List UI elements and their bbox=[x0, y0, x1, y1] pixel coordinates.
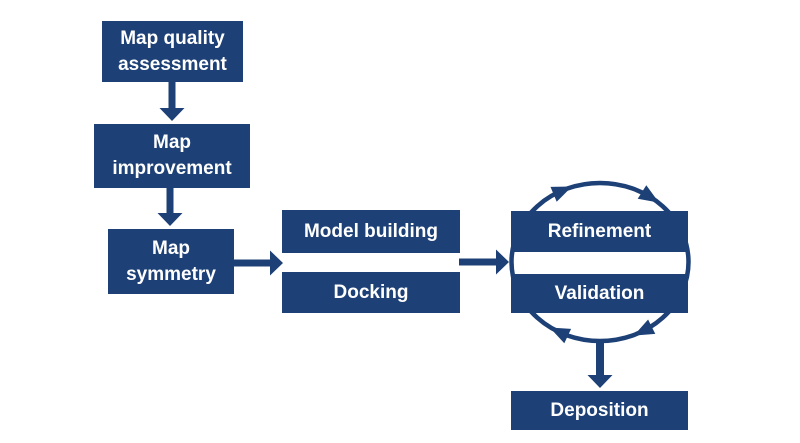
cycle-arrowhead-bottom-right-icon bbox=[633, 319, 656, 336]
node-label: Map improvement bbox=[112, 132, 232, 179]
node-map-symmetry: Map symmetry bbox=[108, 229, 234, 294]
node-map-improvement: Map improvement bbox=[94, 124, 250, 188]
arrow-improvement-to-symmetry-icon bbox=[157, 188, 183, 226]
arrow-validation-to-deposition-icon bbox=[587, 339, 613, 388]
arrow-modelbuilding-to-refinement-icon bbox=[459, 249, 509, 275]
node-label: Map quality assessment bbox=[118, 27, 227, 75]
node-refinement: Refinement bbox=[511, 211, 688, 252]
arrow-symmetry-to-modelbuilding-icon bbox=[234, 250, 283, 276]
node-label: Docking bbox=[333, 281, 409, 303]
arrow-quality-to-improvement-icon bbox=[159, 82, 185, 121]
cycle-arrowhead-top-right-icon bbox=[637, 185, 659, 203]
node-label: Map symmetry bbox=[126, 237, 216, 285]
node-label: Model building bbox=[303, 220, 439, 242]
node-validation: Validation bbox=[511, 274, 688, 313]
iteration-cycle-circle bbox=[509, 180, 691, 344]
node-label: Validation bbox=[554, 282, 645, 304]
node-docking: Docking bbox=[282, 272, 460, 313]
node-deposition: Deposition bbox=[511, 391, 688, 430]
node-label: Deposition bbox=[550, 399, 649, 421]
node-label: Refinement bbox=[547, 220, 652, 242]
cycle-arrowhead-top-left-icon bbox=[550, 186, 572, 202]
cycle-arrowhead-bottom-left-icon bbox=[549, 327, 572, 344]
node-map-quality-assessment: Map quality assessment bbox=[102, 21, 243, 82]
node-model-building: Model building bbox=[282, 210, 460, 253]
